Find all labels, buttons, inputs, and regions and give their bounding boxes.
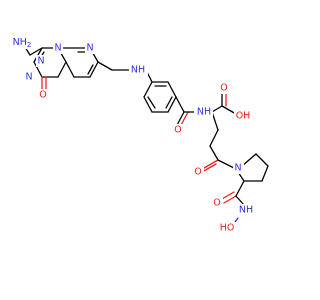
atom-label-n: N — [37, 56, 44, 67]
bond — [165, 96, 173, 109]
bond — [57, 61, 67, 78]
bond — [209, 145, 219, 161]
bond — [211, 105, 223, 113]
bond — [175, 96, 185, 113]
bond — [29, 47, 43, 56]
bond — [143, 96, 153, 113]
bond — [221, 105, 237, 115]
bond — [167, 81, 177, 98]
bond — [235, 195, 245, 206]
bond — [203, 159, 219, 169]
bond — [65, 61, 75, 78]
atom-label-o: O — [174, 125, 181, 136]
bond — [255, 153, 269, 167]
bond — [89, 61, 99, 78]
bond — [235, 180, 245, 197]
atom-label-n: N — [234, 163, 241, 174]
atom-label-o: O — [220, 83, 227, 94]
atom-label-oh: OH — [236, 111, 251, 122]
bond — [221, 191, 235, 200]
bond — [223, 195, 237, 204]
atom-label-o: O — [194, 167, 201, 178]
atom-label-o: O — [213, 198, 220, 209]
bond — [33, 61, 43, 78]
atom-label-n: N — [86, 43, 93, 54]
bond — [209, 129, 219, 147]
atom-label-o: O — [39, 90, 46, 101]
atom-label-ho: HO — [220, 223, 235, 234]
bond — [217, 159, 235, 169]
bond — [201, 163, 217, 173]
molecule-structure: NH2 N N N N O NH O NH O OH O — [10, 36, 269, 234]
bond — [261, 165, 269, 182]
bond — [167, 96, 177, 113]
atom-label-nh: NH — [131, 65, 145, 76]
atom-label-nh2: NH2 — [13, 37, 32, 50]
bond — [241, 153, 257, 167]
bond — [87, 64, 94, 75]
atom-label-nh: NH — [239, 205, 253, 216]
bond — [97, 61, 113, 71]
bond — [147, 96, 156, 109]
atom-label-layer: NH2 N N N N O NH O NH O OH O — [10, 36, 255, 234]
atom-label-n: N — [54, 43, 61, 54]
bond — [143, 81, 153, 98]
atom-label-nh: NH — [197, 107, 211, 118]
atom-label-n: N — [25, 72, 32, 83]
